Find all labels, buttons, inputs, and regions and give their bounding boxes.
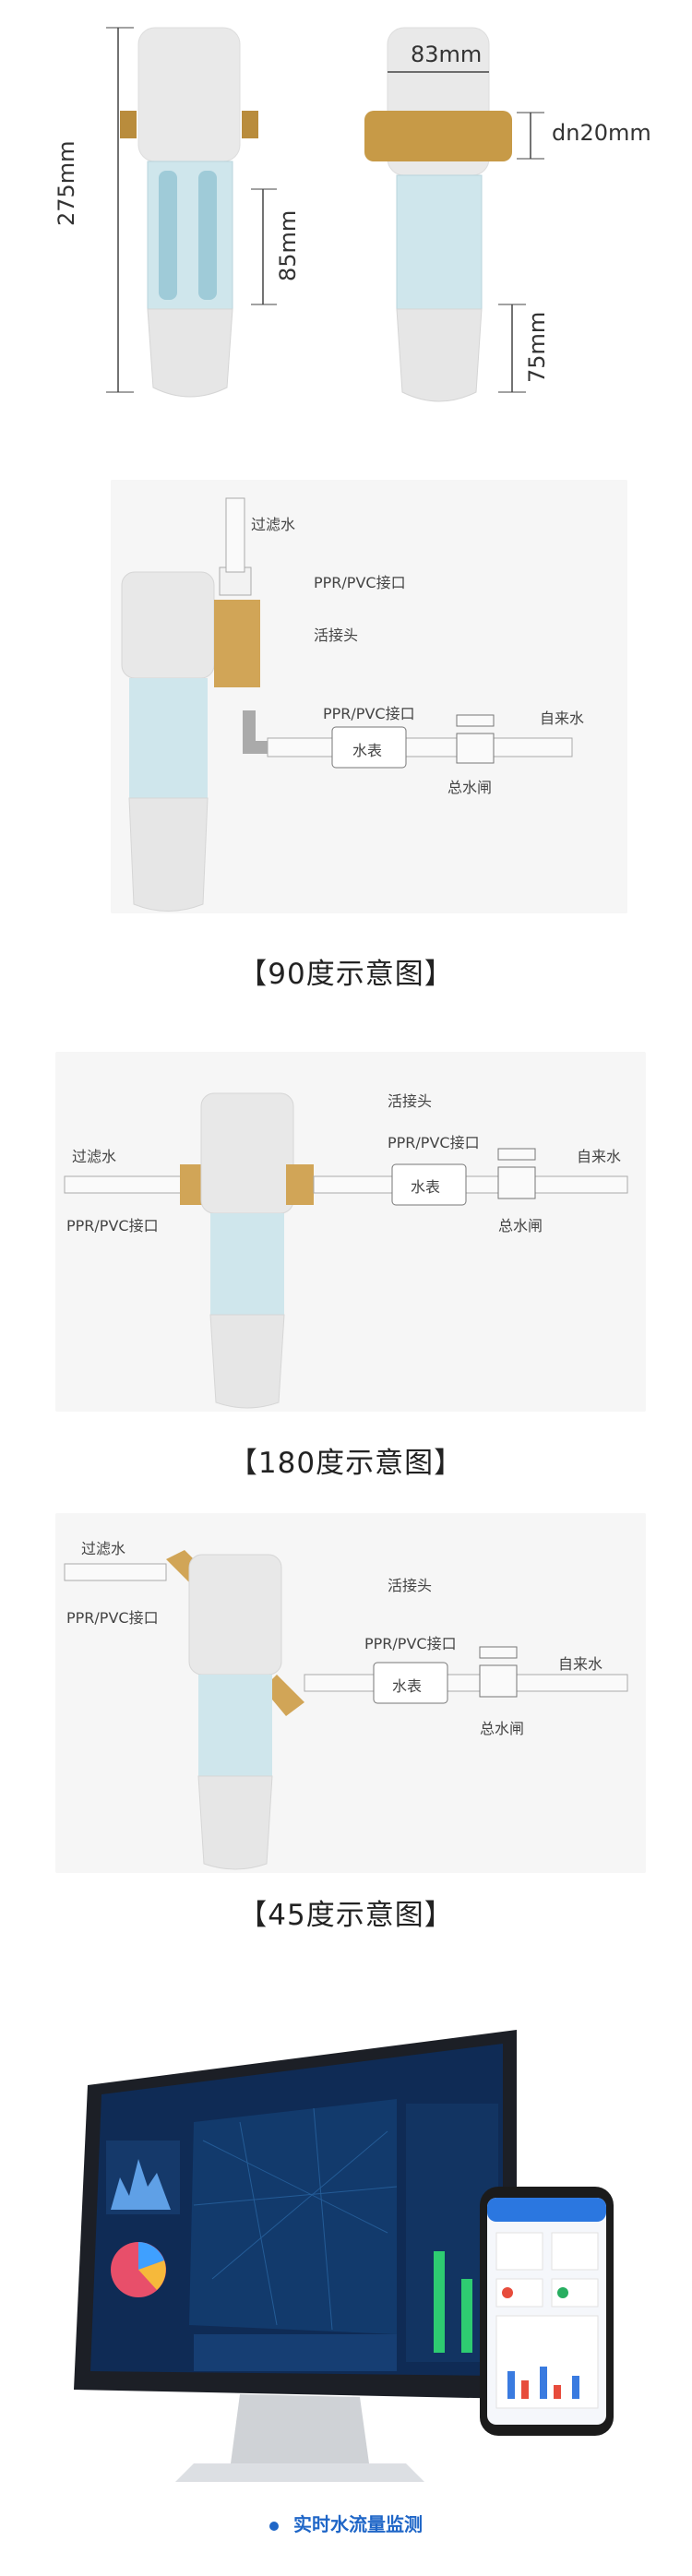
realtime-monitor-caption: 实时水流量监测 [0,2510,692,2536]
diagram-45-section: 过滤水 PPR/PVC接口 活接头 PPR/PVC接口 自来水 水表 总水闸 【… [0,1513,692,1947]
meter-label-180: 水表 [411,1178,441,1196]
filtered-water-label-90: 过滤水 [251,516,296,533]
caption-180: 【180度示意图】 [228,1447,464,1480]
caption-45: 【45度示意图】 [238,1899,454,1932]
ppr-left-label-180: PPR/PVC接口 [66,1217,159,1234]
monitor-illustration [74,2030,614,2482]
union-label-90: 活接头 [314,626,359,644]
union-label-180: 活接头 [388,1092,433,1110]
caption-90: 【90度示意图】 [238,958,454,991]
tap-water-label-180: 自来水 [577,1148,622,1165]
filtered-water-label-45: 过滤水 [81,1540,126,1557]
meter-label-45: 水表 [392,1677,423,1695]
main-valve-label-45: 总水闸 [480,1720,525,1737]
width-top-label: 83mm [411,42,483,67]
height-filter-label: 85mm [275,209,301,281]
connector-label: dn20mm [552,120,651,146]
diagram-180-section: 活接头 过滤水 PPR/PVC接口 自来水 水表 PPR/PVC接口 总水闸 【… [0,1052,692,1495]
filtered-water-label-180: 过滤水 [72,1148,117,1165]
bullet-dot-icon [269,2521,279,2531]
diagram-45-drawing [64,1550,628,1870]
main-valve-label-180: 总水闸 [498,1217,543,1234]
dimension-section: 275mm 85mm 83mm dn20mm 75mm [0,0,692,424]
diagram-180-panel [55,1052,646,1412]
height-total-label: 275mm [54,140,79,226]
diagram-90-section: 过滤水 PPR/PVC接口 活接头 PPR/PVC接口 自来水 水表 总水闸 【… [0,480,692,991]
main-valve-label-90: 总水闸 [447,779,493,796]
diagram-180-drawing [64,1092,628,1409]
ppr-bottom-label-90: PPR/PVC接口 [323,705,415,722]
filter-dimension-drawing [106,27,544,402]
tap-water-label-45: 自来水 [558,1655,603,1673]
meter-label-90: 水表 [352,742,383,759]
tap-water-label-90: 自来水 [540,710,585,727]
height-base-label: 75mm [524,311,550,383]
ppr-right-label-45: PPR/PVC接口 [364,1635,457,1652]
union-label-45: 活接头 [388,1577,433,1594]
monitor-section: 实时水流量监测 [0,2002,692,2576]
ppr-right-label-180: PPR/PVC接口 [388,1134,480,1151]
realtime-monitor-caption-text: 实时水流量监测 [293,2513,423,2535]
ppr-left-label-45: PPR/PVC接口 [66,1609,159,1627]
ppr-top-label-90: PPR/PVC接口 [314,574,406,591]
diagram-90-drawing [121,497,573,912]
